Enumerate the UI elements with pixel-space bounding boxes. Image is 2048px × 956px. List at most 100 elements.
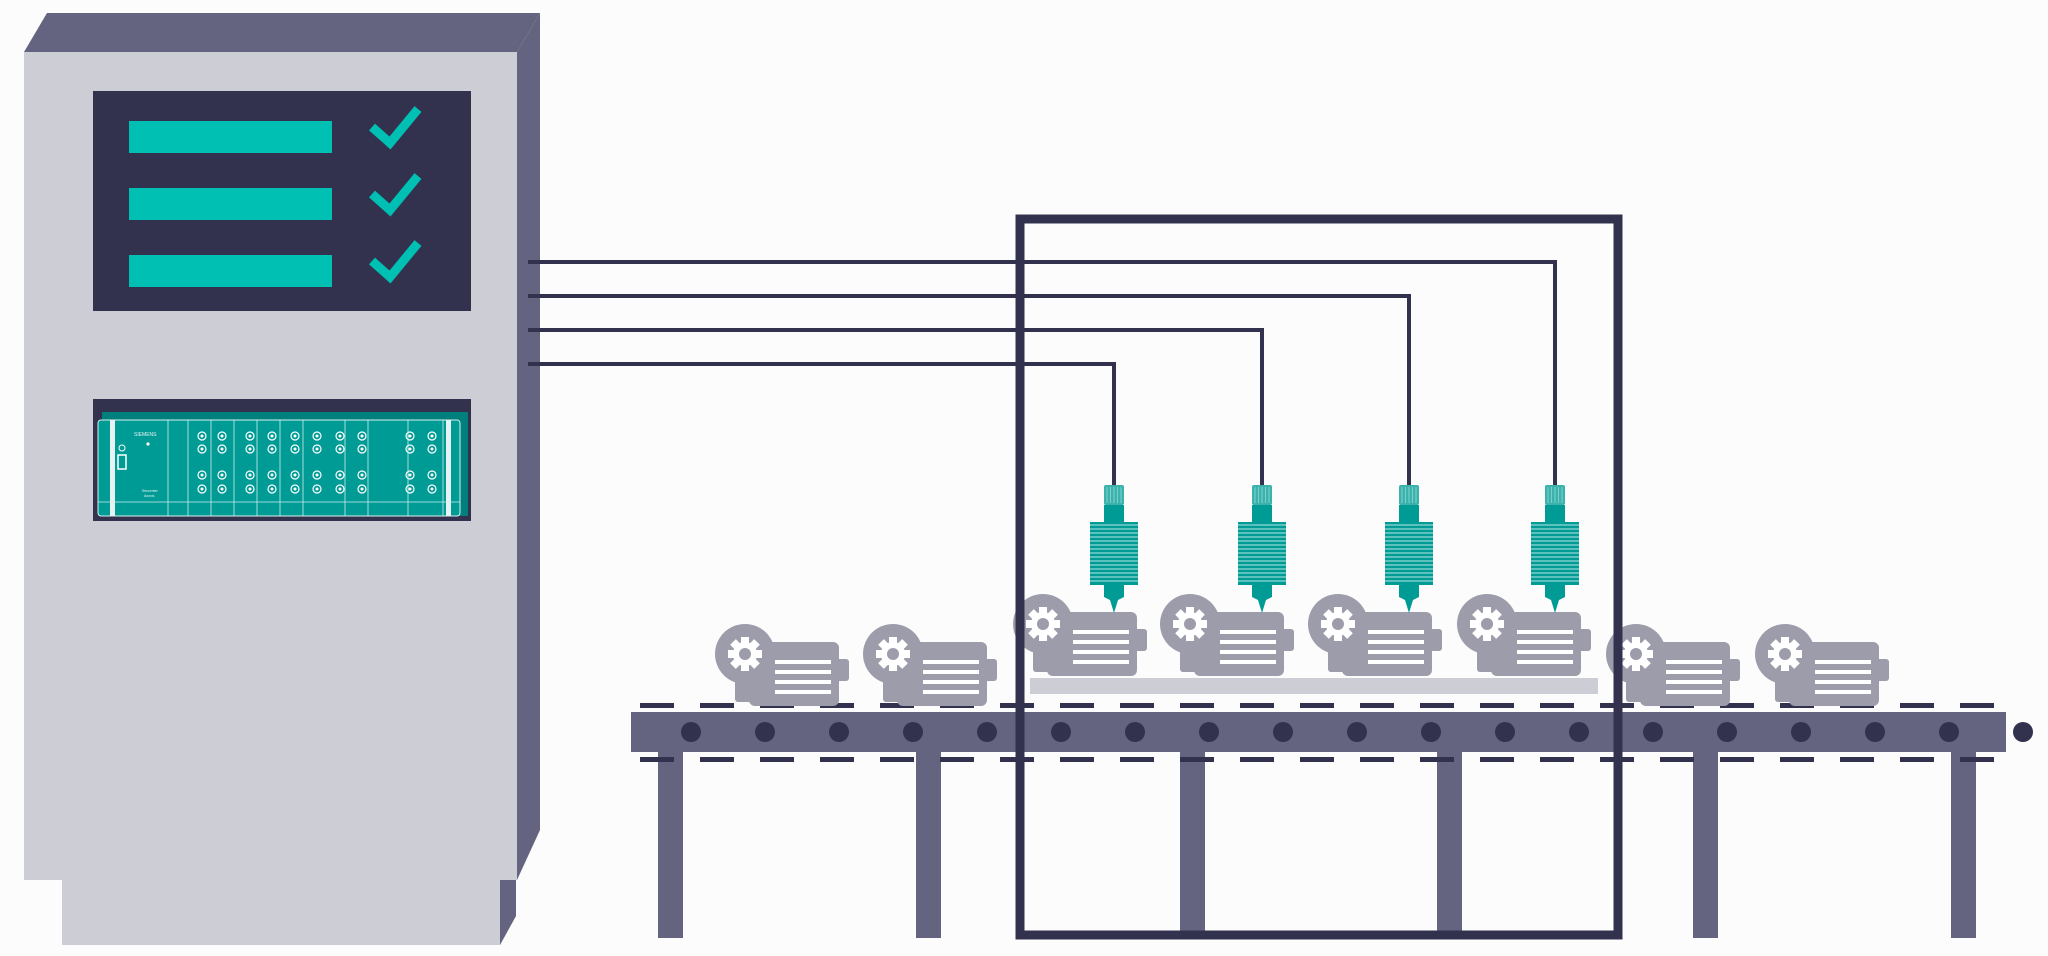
connector bbox=[267, 484, 277, 494]
motor-fin bbox=[1073, 660, 1129, 664]
plc-rail-left bbox=[110, 420, 115, 516]
belt-dash bbox=[1240, 703, 1274, 708]
roller bbox=[1347, 722, 1367, 742]
connector-pin bbox=[315, 487, 319, 491]
gear-hole bbox=[1481, 618, 1493, 630]
belt-dash bbox=[1660, 757, 1694, 762]
connector bbox=[217, 470, 227, 480]
motor bbox=[1606, 624, 1740, 706]
gear-hole bbox=[887, 648, 899, 660]
plc-module: SIEMENS Simcenter Anovis bbox=[97, 412, 468, 517]
vibration-sensor bbox=[1385, 485, 1433, 613]
motor-fin bbox=[775, 690, 831, 694]
roller bbox=[1421, 722, 1441, 742]
gear-icon bbox=[1619, 637, 1653, 671]
motor bbox=[1457, 594, 1591, 676]
connector-pin bbox=[293, 434, 297, 438]
connector bbox=[197, 431, 207, 441]
belt-dash bbox=[1060, 757, 1094, 762]
connector-pin bbox=[220, 447, 224, 451]
belt-dash bbox=[820, 703, 854, 708]
cabinet-base-side bbox=[500, 880, 516, 945]
gear-tooth bbox=[1039, 633, 1047, 641]
sensor-neck bbox=[1399, 505, 1419, 523]
belt-dash bbox=[1120, 703, 1154, 708]
belt-dash bbox=[1060, 703, 1094, 708]
connector bbox=[245, 444, 255, 454]
connector bbox=[267, 470, 277, 480]
gear-tooth bbox=[1186, 633, 1194, 641]
power-icon bbox=[118, 444, 126, 452]
connector-pin bbox=[408, 434, 412, 438]
connector-pin bbox=[360, 487, 364, 491]
cabinet-side bbox=[517, 13, 540, 880]
belt-dash bbox=[1840, 757, 1874, 762]
motor-fin bbox=[1517, 630, 1573, 634]
monitored-zone-frame bbox=[1015, 214, 1623, 940]
plc-chassis bbox=[97, 419, 461, 517]
connector bbox=[427, 484, 437, 494]
motor-fin bbox=[923, 670, 979, 674]
conveyor-belt bbox=[631, 712, 2006, 752]
conveyor-leg bbox=[1951, 750, 1976, 938]
roller bbox=[977, 722, 997, 742]
connector-pin bbox=[408, 473, 412, 477]
sensor-cable bbox=[528, 328, 1264, 487]
connector bbox=[335, 484, 345, 494]
motor-fin bbox=[1666, 670, 1722, 674]
belt-dash bbox=[1300, 757, 1334, 762]
belt-dash bbox=[1960, 703, 1994, 708]
belt-dash bbox=[1300, 703, 1334, 708]
sensor-neck bbox=[1252, 505, 1272, 523]
belt-dash bbox=[1720, 703, 1754, 708]
connector-pin bbox=[220, 434, 224, 438]
connector-pin bbox=[270, 447, 274, 451]
gear-hole bbox=[1184, 618, 1196, 630]
connector-pin bbox=[200, 447, 204, 451]
belt-dash bbox=[1360, 757, 1394, 762]
connector bbox=[312, 484, 322, 494]
check-icon bbox=[369, 106, 422, 150]
raised-platform bbox=[1030, 678, 1598, 694]
motor-fin bbox=[1666, 660, 1722, 664]
belt-dash bbox=[1540, 757, 1574, 762]
roller bbox=[1643, 722, 1663, 742]
gear-tooth bbox=[889, 637, 897, 645]
checklist-bar bbox=[129, 188, 332, 220]
belt-dash bbox=[1960, 757, 1994, 762]
motor-fin bbox=[1220, 660, 1276, 664]
connector bbox=[217, 444, 227, 454]
motor-foot bbox=[1180, 644, 1204, 672]
motor bbox=[1308, 594, 1442, 676]
connector bbox=[197, 444, 207, 454]
roller bbox=[1199, 722, 1219, 742]
sensor-tip bbox=[1545, 585, 1565, 613]
belt-dash bbox=[940, 757, 974, 762]
control-cabinet: SIEMENS Simcenter Anovis bbox=[24, 13, 540, 945]
motor-fin bbox=[1073, 650, 1129, 654]
plc-slots bbox=[98, 420, 460, 516]
motor-fin bbox=[1073, 640, 1129, 644]
connector bbox=[427, 431, 437, 441]
connector bbox=[405, 484, 415, 494]
belt-dash bbox=[1120, 757, 1154, 762]
connector bbox=[245, 484, 255, 494]
motor-foot bbox=[1626, 674, 1650, 702]
motor-foot bbox=[1477, 644, 1501, 672]
connector-pin bbox=[293, 447, 297, 451]
belt-dash bbox=[1720, 757, 1754, 762]
motor-shaft bbox=[981, 659, 997, 681]
sensor-neck bbox=[1104, 505, 1124, 523]
motor-fin bbox=[1666, 690, 1722, 694]
connector bbox=[217, 431, 227, 441]
belt-dash bbox=[1540, 703, 1574, 708]
vibration-sensor bbox=[1531, 485, 1579, 613]
connector-pin bbox=[338, 487, 342, 491]
gear-icon bbox=[1173, 607, 1207, 641]
connector-pin bbox=[248, 473, 252, 477]
connector-pin bbox=[408, 447, 412, 451]
roller bbox=[1125, 722, 1145, 742]
gear-tooth bbox=[1334, 607, 1342, 615]
vibration-sensor bbox=[1238, 485, 1286, 613]
